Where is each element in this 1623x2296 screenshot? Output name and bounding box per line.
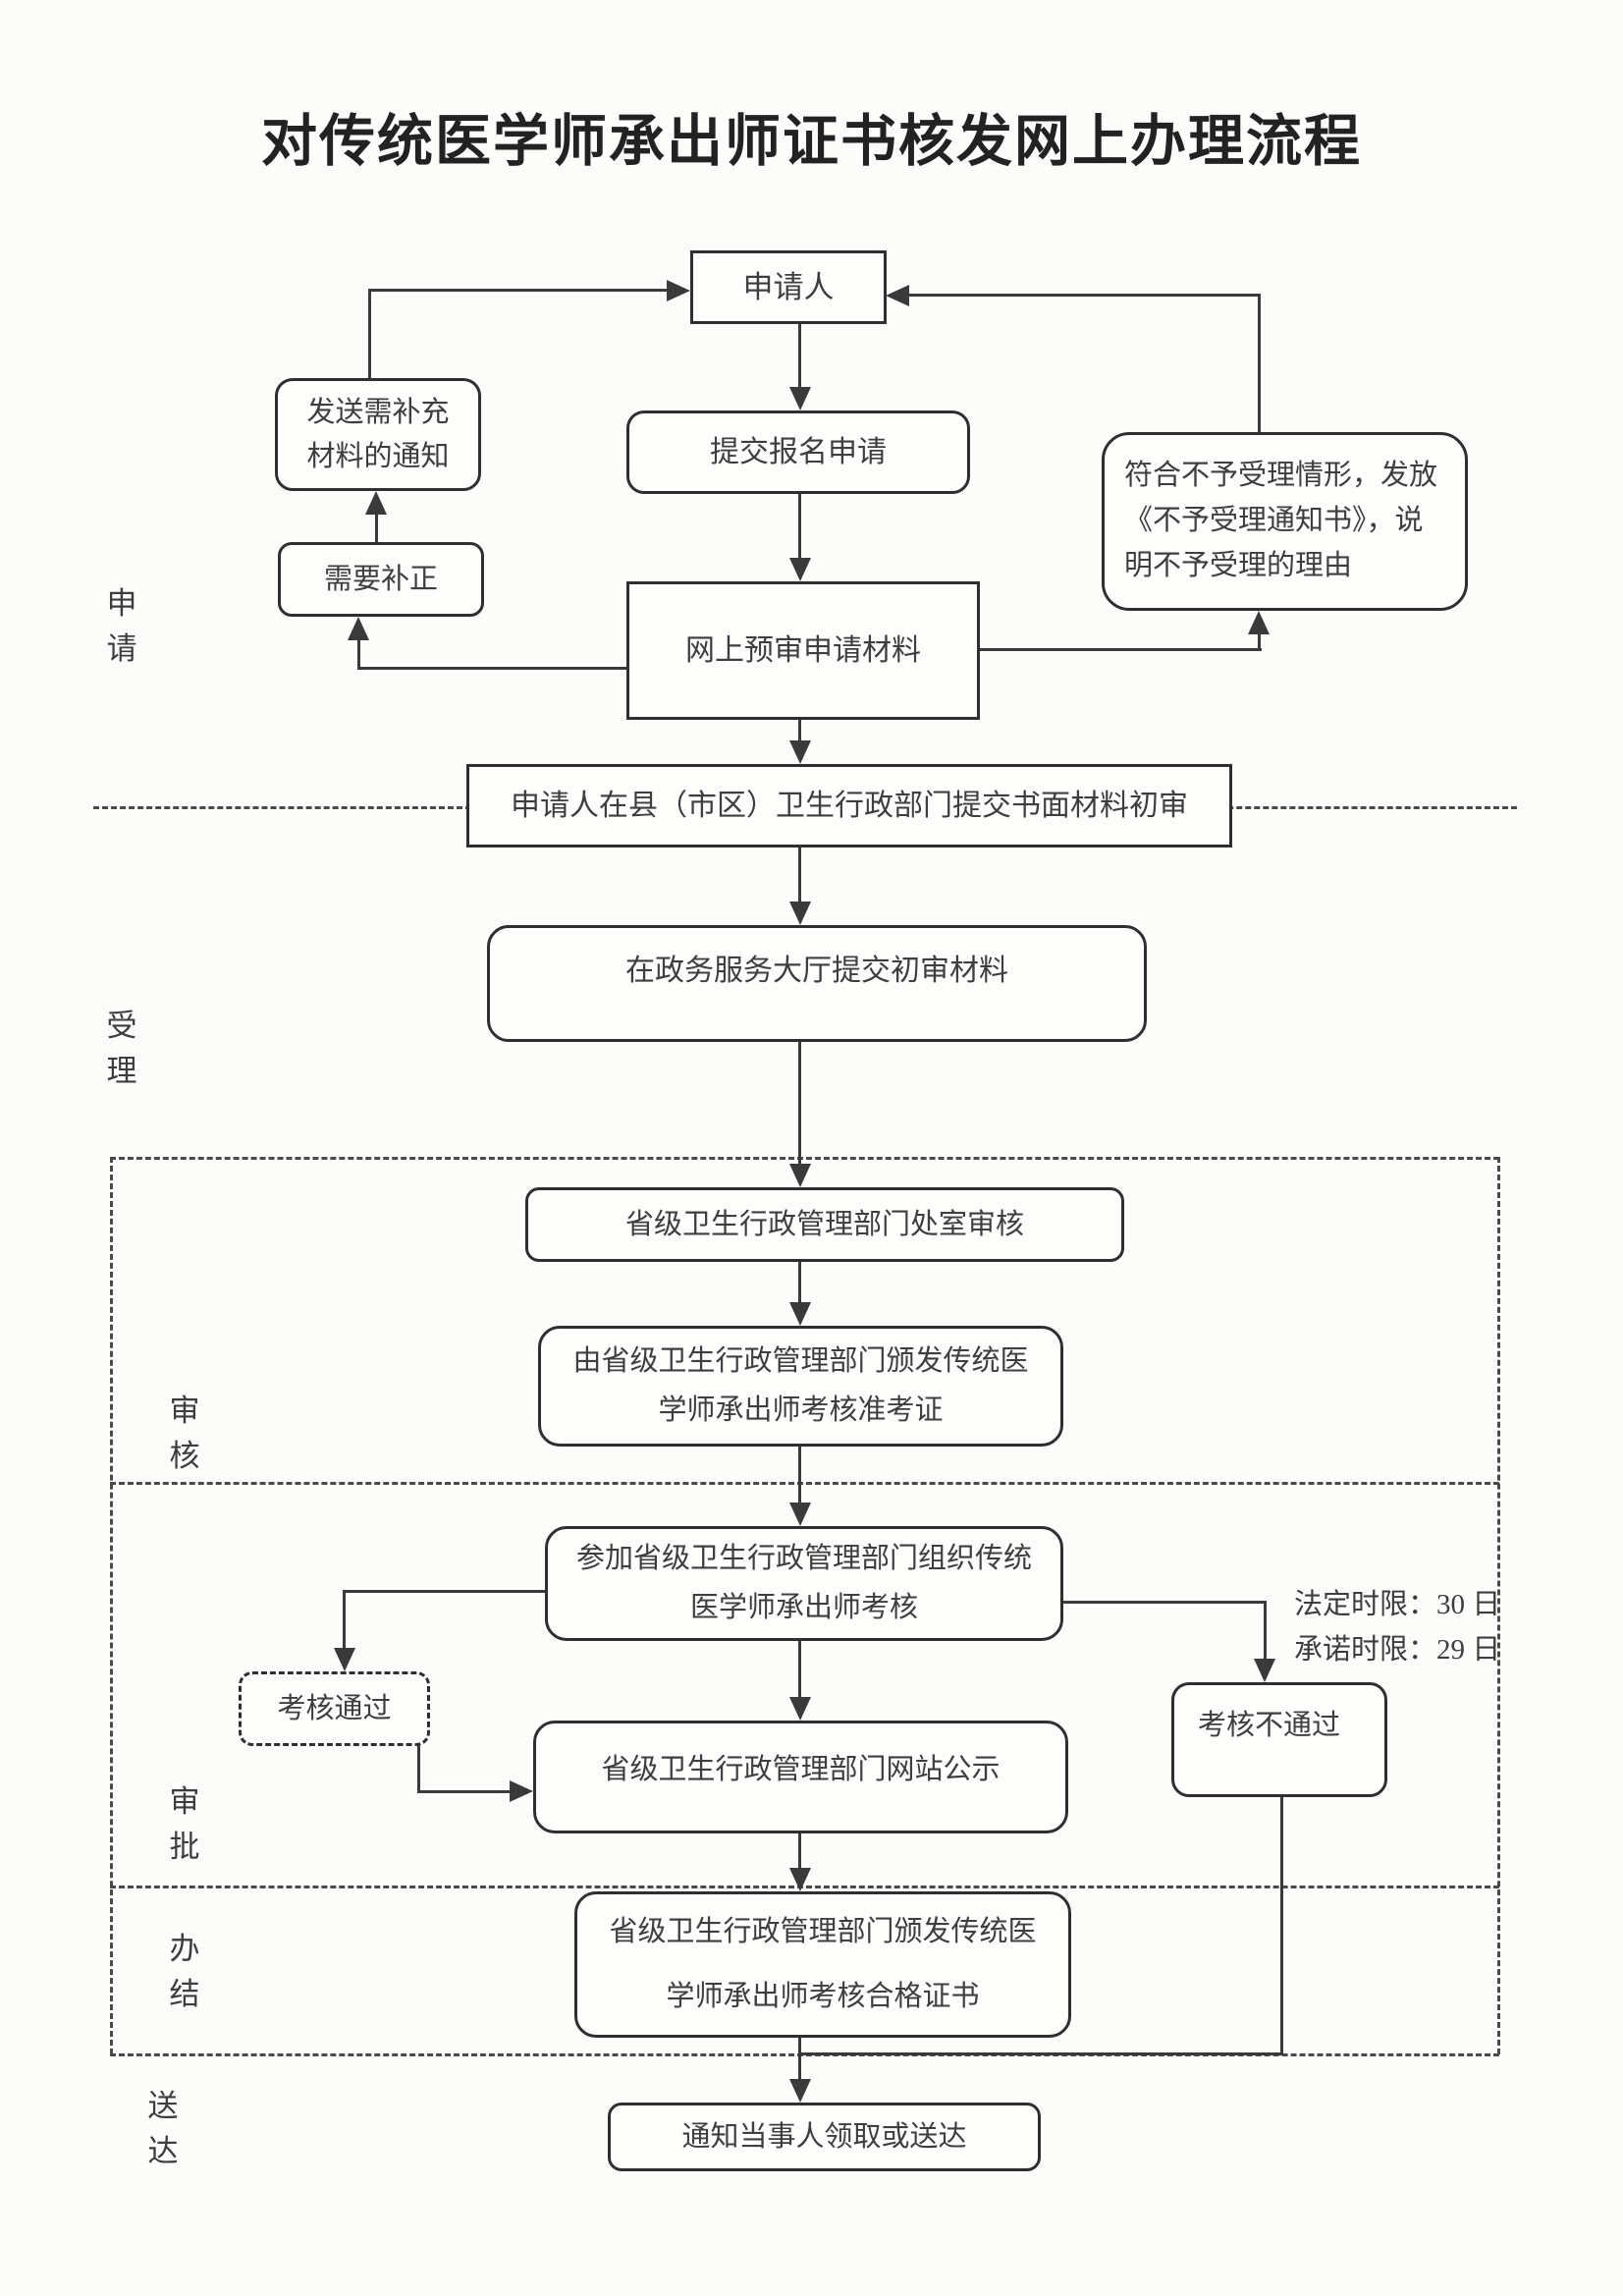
connector-exam-to-pass-v bbox=[343, 1590, 346, 1650]
promised-limit-text: 承诺时限：29 日 bbox=[1294, 1633, 1501, 1666]
connector-rejection-to-applicant-v bbox=[1258, 294, 1261, 435]
certificate-line2: 学师承出师考核合格证书 bbox=[666, 1980, 980, 2012]
connector-admission-down bbox=[798, 1447, 801, 1506]
flow-node-take-exam: 参加省级卫生行政管理部门组织传统 医学师承出师考核 bbox=[545, 1526, 1063, 1641]
connector-certificate-down bbox=[798, 2038, 801, 2083]
arrowhead-into-county bbox=[789, 740, 811, 764]
flow-node-provincial-office-review-label: 省级卫生行政管理部门处室审核 bbox=[624, 1208, 1024, 1240]
arrowhead-into-applicant-right bbox=[886, 285, 909, 306]
connector-prereview-to-rejection-v bbox=[1258, 632, 1261, 651]
arrowhead-into-prereview bbox=[789, 558, 811, 581]
flow-node-issue-admission-ticket: 由省级卫生行政管理部门颁发传统医 学师承出师考核准考证 bbox=[538, 1326, 1063, 1447]
arrowhead-into-hall bbox=[789, 902, 811, 925]
arrowhead-into-correction bbox=[348, 617, 369, 640]
supplement-notice-line2: 材料的通知 bbox=[306, 440, 450, 472]
arrowhead-into-applicant-left bbox=[667, 280, 690, 301]
connector-exam-to-fail-h bbox=[1060, 1601, 1267, 1604]
stage-label-accept: 受理 bbox=[106, 1009, 137, 1088]
connector-rejection-to-applicant-h bbox=[905, 294, 1261, 297]
flow-node-applicant-label: 申请人 bbox=[742, 269, 835, 304]
arrowhead-into-pass bbox=[334, 1648, 355, 1671]
flow-node-exam-fail-label: 考核不通过 bbox=[1198, 1710, 1341, 1741]
stage-label-complete: 办结 bbox=[169, 1932, 200, 2011]
section-frame-left bbox=[110, 1157, 113, 2054]
flow-node-need-correction: 需要补正 bbox=[278, 542, 484, 617]
flow-node-service-hall-submit: 在政务服务大厅提交初审材料 bbox=[487, 925, 1147, 1042]
arrowhead-into-publicity bbox=[789, 1697, 811, 1721]
arrowhead-into-rejection bbox=[1248, 611, 1270, 634]
supplement-notice-line1: 发送需补充 bbox=[306, 396, 450, 428]
take-exam-line2: 医学师承出师考核 bbox=[689, 1591, 918, 1623]
connector-pass-to-publicity-h bbox=[417, 1790, 514, 1793]
divider-review-approve bbox=[110, 1482, 1499, 1485]
rejection-notice-line1: 符合不予受理情形，发放 bbox=[1124, 460, 1438, 492]
admission-ticket-line2: 学师承出师考核准考证 bbox=[658, 1394, 944, 1426]
arrowhead-into-certificate bbox=[789, 1868, 811, 1891]
connector-pass-to-publicity-v bbox=[417, 1745, 420, 1793]
connector-prereview-to-rejection-h bbox=[978, 648, 1262, 651]
arrowhead-into-exam bbox=[789, 1503, 811, 1526]
connector-county-down bbox=[798, 847, 801, 905]
connector-exam-to-pass-h bbox=[343, 1590, 547, 1593]
arrowhead-into-publicity-left bbox=[510, 1780, 533, 1802]
arrowhead-into-notify bbox=[789, 2079, 811, 2103]
page-title: 对传统医学师承出师证书核发网上办理流程 bbox=[261, 111, 1362, 173]
statutory-limit-text: 法定时限：30 日 bbox=[1294, 1589, 1501, 1620]
divider-accept-review bbox=[110, 1157, 1499, 1160]
connector-publicity-down bbox=[798, 1833, 801, 1872]
take-exam-line1: 参加省级卫生行政管理部门组织传统 bbox=[575, 1542, 1032, 1574]
flow-node-submit-registration: 提交报名申请 bbox=[626, 410, 970, 494]
admission-ticket-line1: 由省级卫生行政管理部门颁发传统医 bbox=[572, 1344, 1029, 1377]
rejection-notice-line2: 《不予受理通知书》，说 bbox=[1124, 505, 1424, 537]
flow-node-rejection-notice: 符合不予受理情形，发放 《不予受理通知书》，说 明不予受理的理由 bbox=[1102, 432, 1468, 611]
connector-hall-down bbox=[798, 1042, 801, 1168]
flow-node-county-initial-review: 申请人在县（市区）卫生行政部门提交书面材料初审 bbox=[466, 764, 1232, 847]
flow-node-online-pre-review-label: 网上预审申请材料 bbox=[685, 633, 921, 667]
flow-node-need-correction-label: 需要补正 bbox=[323, 563, 438, 595]
connector-officereview-down bbox=[798, 1261, 801, 1306]
flow-node-county-initial-review-label: 申请人在县（市区）卫生行政部门提交书面材料初审 bbox=[511, 789, 1188, 822]
flow-node-issue-certificate: 省级卫生行政管理部门颁发传统医 学师承出师考核合格证书 bbox=[574, 1891, 1071, 2038]
flow-node-service-hall-submit-label: 在政务服务大厅提交初审材料 bbox=[625, 955, 1008, 987]
section-frame-right bbox=[1497, 1157, 1500, 2054]
arrowhead-into-officereview bbox=[789, 1164, 811, 1187]
connector-fail-down bbox=[1280, 1797, 1283, 2055]
time-limit-note: 法定时限：30 日 承诺时限：29 日 bbox=[1294, 1583, 1500, 1673]
connector-applicant-down bbox=[798, 324, 801, 391]
connector-exam-down bbox=[798, 1641, 801, 1701]
rejection-notice-line3: 明不予受理的理由 bbox=[1124, 549, 1353, 581]
arrowhead-into-supplement-notice bbox=[365, 491, 387, 515]
connector-prereview-down bbox=[798, 720, 801, 744]
flow-node-exam-pass-label: 考核通过 bbox=[277, 1692, 392, 1724]
arrowhead-into-registration bbox=[789, 387, 811, 410]
flow-node-exam-fail: 考核不通过 bbox=[1171, 1682, 1387, 1797]
flow-node-exam-pass: 考核通过 bbox=[239, 1671, 430, 1746]
connector-notice-to-applicant-v bbox=[368, 289, 371, 381]
flow-node-notify-delivery-label: 通知当事人领取或送达 bbox=[681, 2120, 967, 2153]
connector-exam-to-fail-v bbox=[1264, 1601, 1267, 1661]
flow-node-website-publicity-label: 省级卫生行政管理部门网站公示 bbox=[601, 1754, 1001, 1785]
flow-node-send-supplement-notice: 发送需补充 材料的通知 bbox=[275, 378, 481, 491]
connector-prereview-to-correction-h bbox=[357, 667, 629, 670]
connector-notice-to-applicant-h bbox=[368, 289, 671, 292]
connector-fail-to-notify-h bbox=[798, 2052, 1283, 2055]
stage-label-apply: 申请 bbox=[106, 586, 137, 666]
flow-node-applicant: 申请人 bbox=[690, 250, 887, 324]
stage-label-review: 审核 bbox=[169, 1394, 200, 1473]
certificate-line1: 省级卫生行政管理部门颁发传统医 bbox=[609, 1916, 1037, 1948]
connector-correction-to-notice bbox=[375, 513, 378, 544]
flow-node-notify-delivery: 通知当事人领取或送达 bbox=[608, 2103, 1041, 2171]
arrowhead-into-admission bbox=[789, 1302, 811, 1326]
arrowhead-into-fail bbox=[1254, 1659, 1275, 1682]
flow-node-submit-registration-label: 提交报名申请 bbox=[710, 435, 887, 468]
stage-label-deliver: 送达 bbox=[147, 2089, 179, 2168]
stage-label-approve: 审批 bbox=[169, 1784, 200, 1864]
connector-prereview-to-correction-v bbox=[357, 638, 360, 670]
flow-node-online-pre-review: 网上预审申请材料 bbox=[626, 581, 980, 720]
flow-node-website-publicity: 省级卫生行政管理部门网站公示 bbox=[533, 1721, 1068, 1833]
flow-node-provincial-office-review: 省级卫生行政管理部门处室审核 bbox=[525, 1187, 1124, 1262]
connector-registration-down bbox=[798, 494, 801, 562]
